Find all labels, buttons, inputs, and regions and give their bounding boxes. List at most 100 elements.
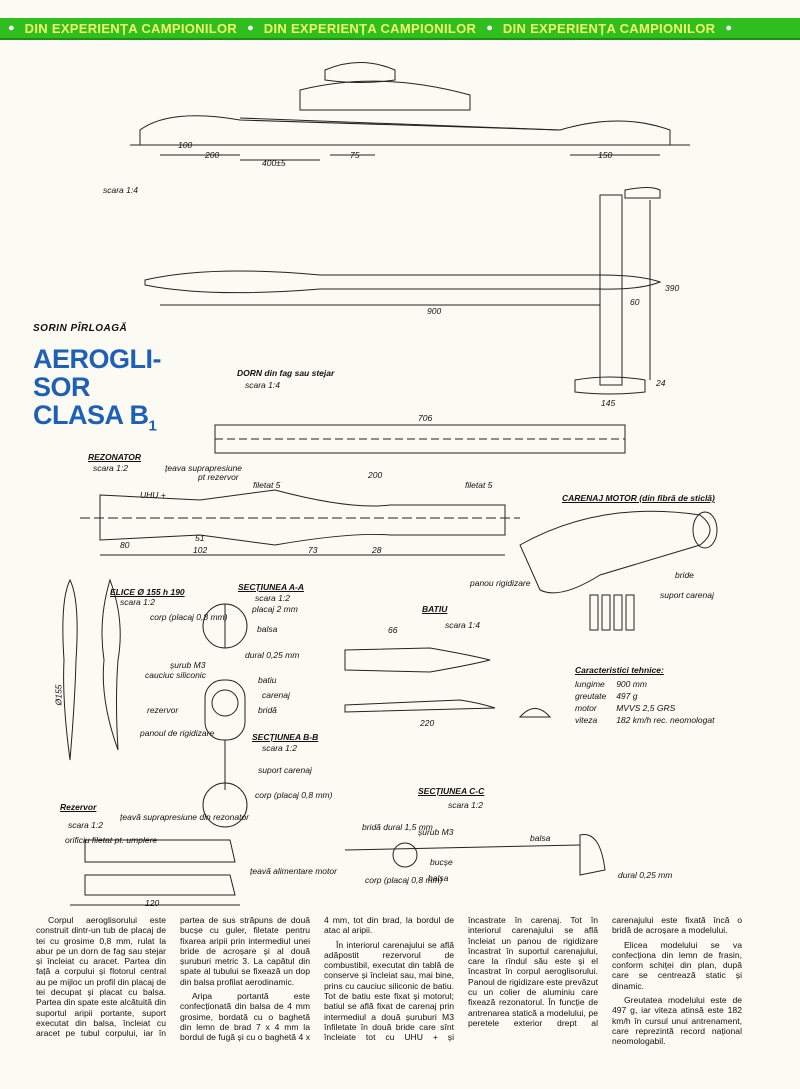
rezonator-drawing: [80, 489, 520, 556]
part-label: țeava suprapresiune: [165, 463, 243, 473]
scale-label: scara 1:2: [93, 463, 128, 473]
part-label: batiu: [258, 675, 277, 685]
section-title: CARENAJ MOTOR (din fibră de sticlă): [562, 493, 715, 503]
part-label: bridă: [258, 705, 277, 715]
part-label: orificiu filetat pt. umplere: [65, 835, 158, 845]
dimension: 390: [665, 283, 680, 293]
dimension: 80: [120, 540, 130, 550]
specs-row: greutate 497 g: [575, 690, 724, 702]
part-label: țeavă alimentare motor: [250, 866, 337, 876]
section-title: Rezervor: [60, 802, 97, 812]
dimension: 200: [368, 470, 383, 480]
specs-heading: Caracteristici tehnice:: [575, 665, 664, 675]
dimension: Ø155: [53, 684, 64, 706]
part-label: bucșe: [430, 857, 453, 867]
spec-value: MVVS 2,5 GRS: [616, 703, 676, 713]
article-paragraph: Aripa portantă este confecționată din ba…: [180, 915, 454, 1043]
part-label: bride: [675, 570, 694, 580]
article-paragraph: Elicea modelului se va confecționa din l…: [612, 939, 742, 991]
specs-row: motor MVVS 2,5 GRS: [575, 702, 724, 714]
spec-key: viteza: [575, 715, 598, 725]
section-title: ELICE Ø 155 h 190: [110, 587, 185, 597]
title-subscript: 1: [148, 417, 157, 435]
spec-value: 497 g: [616, 691, 638, 701]
part-label: țeavă suprapresiune din rezonator: [120, 812, 249, 822]
article-title: AEROGLI- SOR CLASA B1: [33, 344, 162, 440]
section-title: SECȚIUNEA A-A: [238, 582, 304, 592]
dimension: 120: [145, 898, 160, 908]
dimension: 73: [308, 545, 318, 555]
banner-text: DIN EXPERIENȚA CAMPIONILOR: [263, 20, 477, 36]
spec-key: greutate: [575, 691, 607, 701]
spec-value: 900 mm: [616, 679, 647, 689]
bullet-icon: ●: [247, 22, 254, 34]
title-line: AEROGLI-: [33, 344, 162, 374]
part-label: cauciuc siliconic: [145, 670, 206, 680]
dimension: 60: [630, 297, 640, 307]
part-label: corp (placaj 0,8 mm): [255, 790, 333, 800]
article-paragraph: În interiorul carenajului se află adăpos…: [324, 915, 742, 1043]
part-label: filetat 5: [465, 480, 493, 490]
dimension: 75: [350, 150, 360, 160]
dimension: 145: [601, 398, 616, 408]
dorn-drawing: [214, 424, 626, 454]
scale-label: scara 1:2: [120, 597, 155, 607]
part-label: șurub M3: [418, 827, 454, 837]
author-name: SORIN PÎRLOAGĂ: [33, 323, 128, 334]
bullet-icon: ●: [725, 22, 732, 34]
part-label: șurub M3: [170, 660, 206, 670]
title-line: CLASA B1: [33, 401, 161, 440]
part-label: UHU +: [140, 490, 166, 500]
bullet-icon: ●: [8, 22, 15, 34]
scale-label: scara 1:4: [245, 380, 280, 390]
part-label: placaj 2 mm: [252, 604, 298, 614]
section-title: REZONATOR: [88, 452, 142, 462]
part-label: bridă dural 1,5 mm: [362, 822, 433, 832]
article-paragraph: Greutatea modelului este de 497 g, iar v…: [612, 995, 742, 1047]
title-line-text: CLASA B: [33, 400, 149, 430]
dimension: 400±5: [262, 158, 286, 168]
spec-key: motor: [575, 703, 597, 713]
scale-label: scara 1:2: [255, 593, 290, 603]
dimension: 51: [195, 533, 205, 543]
article-paragraph: Corpul aeroglisorului este construit din…: [36, 915, 310, 1039]
part-label: corp (placaj 0,8 mm): [365, 875, 443, 885]
dimension: 706: [418, 413, 433, 423]
side-view: [130, 62, 690, 161]
scale-label: scara 1:4: [103, 185, 138, 195]
dimension: 102: [193, 545, 208, 555]
scale-label: scara 1:2: [262, 743, 297, 753]
part-label: panoul de rigidizare: [140, 728, 215, 738]
dimension: 150: [598, 150, 613, 160]
title-line: SOR: [33, 372, 91, 402]
banner-text: DIN EXPERIENȚA CAMPIONILOR: [24, 20, 238, 36]
spec-value: 182 km/h rec. neomologat: [616, 715, 715, 725]
part-label: balsa: [530, 833, 551, 843]
dimension: 66: [388, 625, 398, 635]
plan-view: [144, 187, 662, 395]
part-label: balsa: [257, 624, 278, 634]
part-label: dural 0,25 mm: [618, 870, 673, 880]
banner-text: DIN EXPERIENȚA CAMPIONILOR: [502, 20, 716, 36]
dorn-label: DORN din fag sau stejar: [237, 368, 335, 378]
part-label: rezervor: [147, 705, 179, 715]
section-title: BATIU: [422, 604, 448, 614]
carenaj-drawing: [519, 510, 718, 631]
rezervor-drawing: [70, 839, 240, 906]
dimension: 220: [420, 718, 435, 728]
section-title: SECȚIUNEA B-B: [252, 732, 319, 742]
scale-label: scara 1:2: [448, 800, 483, 810]
part-label: dural 0,25 mm: [245, 650, 300, 660]
section-title: SECȚIUNEA C-C: [418, 786, 485, 796]
dimension: 24: [656, 378, 666, 388]
bullet-icon: ●: [486, 22, 493, 34]
dimension: 200: [205, 150, 220, 160]
part-label: suport carenaj: [258, 765, 312, 775]
elice-drawing: [62, 578, 121, 761]
dimension: 900: [427, 306, 442, 316]
article-body: Corpul aeroglisorului este construit din…: [36, 915, 742, 1065]
part-label: corp (placaj 0,8 mm): [150, 612, 228, 622]
part-label: pt rezervor: [198, 472, 239, 482]
